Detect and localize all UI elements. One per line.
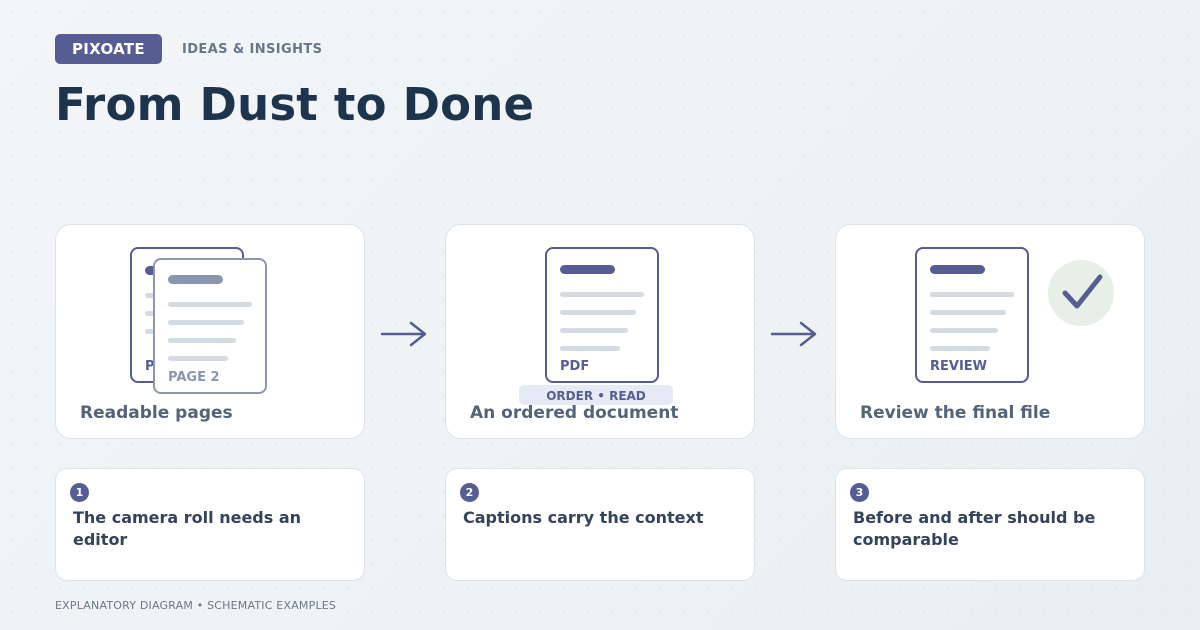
step-note-2: 2 Captions carry the context xyxy=(445,468,755,581)
order-read-text: ORDER • READ xyxy=(546,389,646,403)
pdf-document: PDF xyxy=(545,247,659,383)
step-card-1: PAGE 1 PAGE 2 Readable pages xyxy=(55,224,365,439)
step-number-badge: 1 xyxy=(70,483,89,502)
step-label-1: Readable pages xyxy=(80,403,233,423)
footer-caption: EXPLANATORY DIAGRAM • SCHEMATIC EXAMPLES xyxy=(55,599,337,612)
document-page-front: PAGE 2 xyxy=(153,258,267,394)
page-2-tag: PAGE 2 xyxy=(168,370,220,385)
step-card-2: PDF ORDER • READ An ordered document xyxy=(445,224,755,439)
stacked-pages-illustration: PAGE 1 PAGE 2 xyxy=(130,247,267,394)
step-note-3: 3 Before and after should be comparable xyxy=(835,468,1145,581)
step-note-text: Captions carry the context xyxy=(463,508,704,527)
brand-badge: PIXOATE xyxy=(55,34,162,64)
review-document-illustration: REVIEW xyxy=(915,247,1114,383)
pdf-tag: PDF xyxy=(560,359,589,374)
order-read-pill: ORDER • READ xyxy=(519,385,673,405)
step-number-badge: 3 xyxy=(850,483,869,502)
arrow-right-icon xyxy=(380,321,427,347)
pdf-document-illustration: PDF ORDER • READ xyxy=(519,247,673,405)
step-note-text: Before and after should be comparable xyxy=(853,508,1096,549)
step-label-3: Review the final file xyxy=(860,403,1051,423)
step-note-1: 1 The camera roll needs an editor xyxy=(55,468,365,581)
step-label-2: An ordered document xyxy=(470,403,679,423)
step-number-badge: 2 xyxy=(460,483,479,502)
page-title: From Dust to Done xyxy=(55,78,535,131)
section-label: IDEAS & INSIGHTS xyxy=(182,42,323,57)
step-card-3: REVIEW Review the final file xyxy=(835,224,1145,439)
review-document: REVIEW xyxy=(915,247,1029,383)
arrow-right-icon xyxy=(770,321,817,347)
checkmark-icon xyxy=(1048,260,1114,326)
review-tag: REVIEW xyxy=(930,359,987,374)
step-note-text: The camera roll needs an editor xyxy=(73,508,302,549)
